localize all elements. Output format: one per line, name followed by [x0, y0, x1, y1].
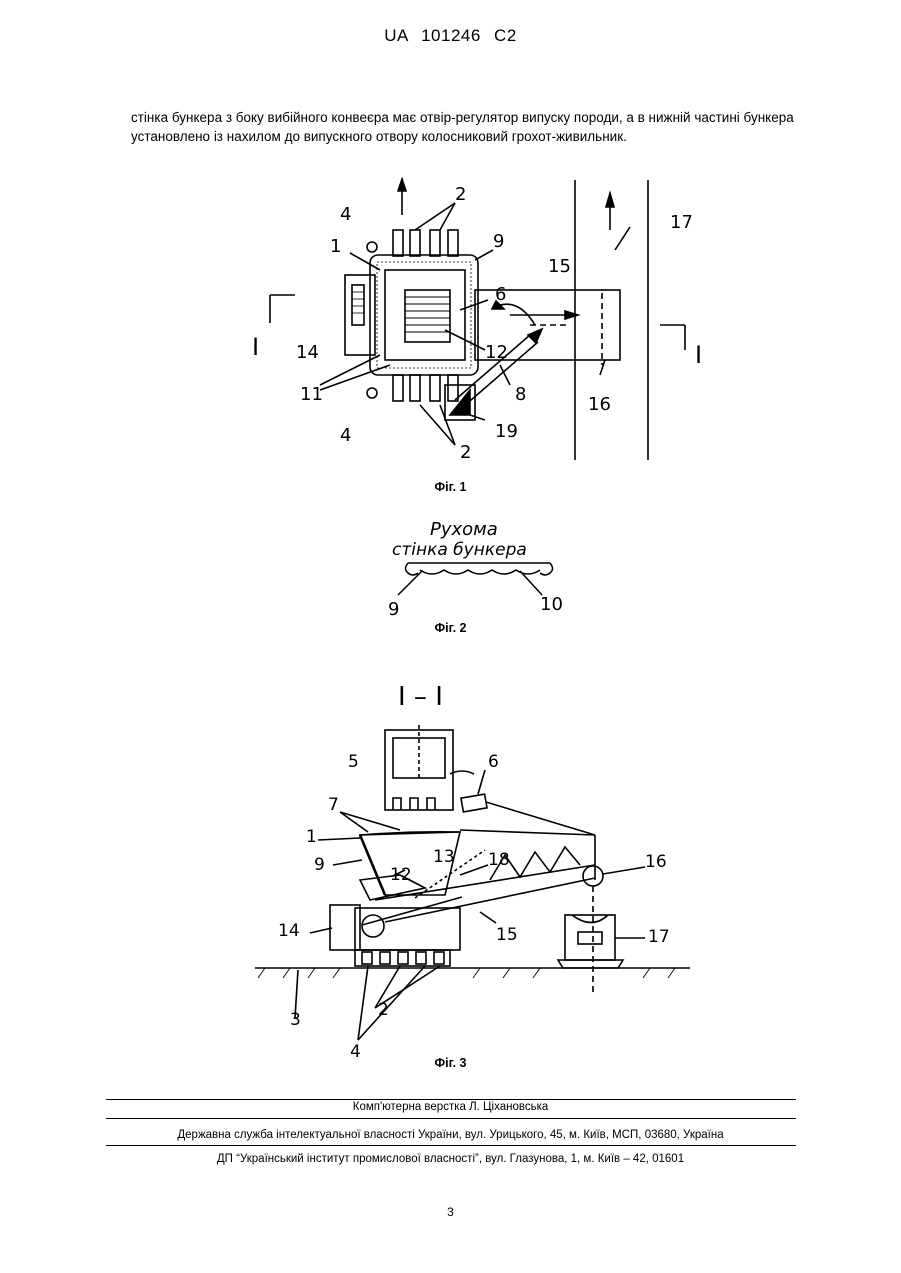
fig3-label-3: 3: [290, 1010, 301, 1030]
fig3-label-1: 1: [306, 827, 317, 847]
fig1-label-12: 12: [485, 342, 508, 363]
fig3-label-16: 16: [645, 852, 667, 872]
fig3-label-17: 17: [648, 927, 670, 947]
fig3-label-7: 7: [328, 795, 339, 815]
fig3-label-14: 14: [278, 921, 300, 941]
fig2-label-9: 9: [388, 599, 399, 620]
fig1-label-1: 1: [330, 236, 341, 257]
footer-rule-top: [106, 1099, 796, 1100]
fig2-label-bunker-wall: стінка бункера: [392, 540, 527, 560]
figure-1-caption: Фіг. 1: [0, 480, 901, 494]
body-paragraph: стінка бункера з боку вибійного конвеєра…: [131, 108, 821, 146]
fig1-label-15: 15: [548, 256, 571, 277]
figure-2-caption: Фіг. 2: [0, 621, 901, 635]
fig3-label-18: 18: [488, 850, 510, 870]
footer-agency: Державна служба інтелектуальної власност…: [0, 1129, 901, 1141]
fig1-section-mark-left: I: [252, 333, 259, 361]
fig1-section-mark-right: I: [695, 341, 702, 369]
figure-2-drawing: Рухома стінка бункера 9 10: [380, 515, 580, 625]
fig1-label-19: 19: [495, 421, 518, 442]
fig3-label-12: 12: [390, 865, 412, 885]
patent-number-header: UA 101246 C2: [0, 26, 901, 46]
footer-rule-bottom: [106, 1145, 796, 1146]
fig3-label-9: 9: [314, 855, 325, 875]
fig1-label-2-bottom: 2: [460, 442, 471, 463]
fig1-label-11: 11: [300, 384, 323, 405]
fig3-label-5: 5: [348, 752, 359, 772]
fig2-label-movable: Рухома: [430, 519, 498, 540]
fig1-label-6: 6: [495, 284, 506, 305]
figure-3-caption: Фіг. 3: [0, 1056, 901, 1070]
footer-rule-middle: [106, 1118, 796, 1119]
fig1-label-2-top: 2: [455, 184, 466, 205]
fig1-label-8: 8: [515, 384, 526, 405]
figure-1-drawing: 2 4 1 9 15 17 6 12 14 11 8 16 4 19 2 I I: [230, 175, 710, 475]
fig3-label-15: 15: [496, 925, 518, 945]
fig1-label-9: 9: [493, 231, 504, 252]
footer-institute: ДП “Український інститут промислової вла…: [0, 1153, 901, 1165]
fig1-label-17: 17: [670, 212, 693, 233]
fig1-label-14: 14: [296, 342, 319, 363]
fig1-label-4-bottom: 4: [340, 425, 351, 446]
fig1-label-16: 16: [588, 394, 611, 415]
fig2-label-10: 10: [540, 594, 563, 615]
fig3-label-13: 13: [433, 847, 455, 867]
footer-layout-credit: Комп'ютерна верстка Л. Ціхановська: [0, 1101, 901, 1113]
fig3-label-2: 2: [378, 1000, 389, 1020]
fig3-label-6: 6: [488, 752, 499, 772]
fig1-label-4-top: 4: [340, 204, 351, 225]
figure-3-drawing: I – I: [250, 670, 700, 1060]
fig3-section-title: I – I: [398, 682, 443, 712]
page-number: 3: [0, 1205, 901, 1219]
